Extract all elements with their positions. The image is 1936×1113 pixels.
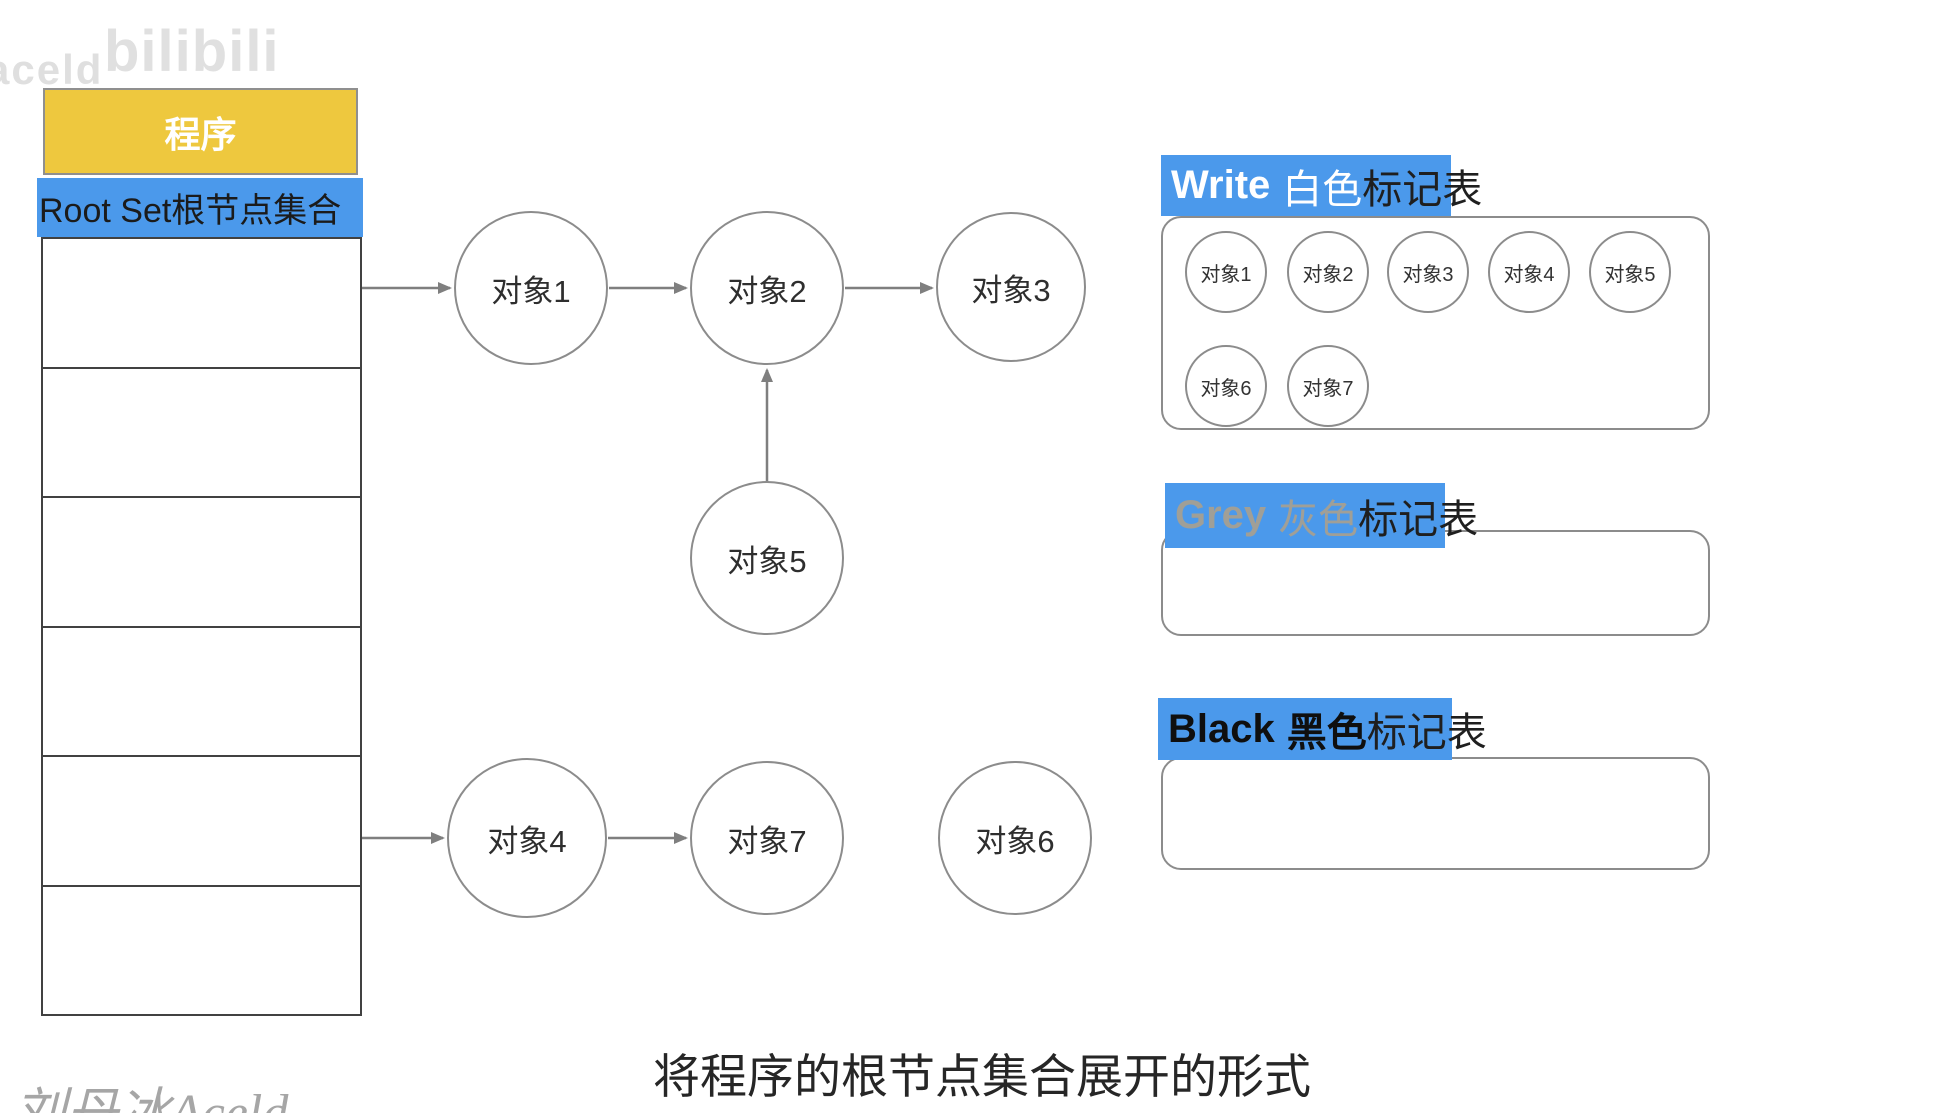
watermark-aceld: aceld <box>0 46 104 93</box>
graph-node-obj4: 对象4 <box>447 758 607 918</box>
black-table-title-color-word: 黑色 <box>1286 711 1367 755</box>
white-table-obj4: 对象4 <box>1488 231 1570 313</box>
watermark-author: 刘丹冰Aceld <box>14 1070 288 1113</box>
white-table-obj2: 对象2 <box>1287 231 1369 313</box>
obj-label: 对象7 <box>1302 377 1354 400</box>
white-table-title: Write 白色 标记表 <box>1161 155 1482 216</box>
white-table-obj6: 对象6 <box>1185 345 1267 427</box>
stack-row <box>43 755 360 885</box>
white-table-obj1: 对象1 <box>1185 231 1267 313</box>
white-table-title-suffix: 标记表 <box>1362 167 1483 212</box>
node-label: 对象4 <box>487 823 567 859</box>
black-table-title-suffix: 标记表 <box>1366 711 1487 755</box>
obj-label: 对象3 <box>1402 263 1454 286</box>
graph-node-obj1: 对象1 <box>454 211 608 365</box>
black-mark-table <box>1161 757 1710 870</box>
grey-table-title-en: Grey <box>1175 493 1267 537</box>
grey-table-title-color-word: 灰色 <box>1278 497 1359 542</box>
grey-table-title-suffix: 标记表 <box>1358 497 1479 542</box>
obj-label: 对象1 <box>1200 263 1252 286</box>
graph-node-obj6: 对象6 <box>938 761 1092 915</box>
stack-row <box>43 884 360 1015</box>
white-table-obj7: 对象7 <box>1287 345 1369 427</box>
graph-node-obj5: 对象5 <box>690 481 844 635</box>
node-label: 对象5 <box>727 543 807 579</box>
white-table-obj3: 对象3 <box>1387 231 1469 313</box>
grey-table-title: Grey 灰色 标记表 <box>1165 483 1478 548</box>
graph-node-obj3: 对象3 <box>936 212 1086 362</box>
black-table-title: Black 黑色 标记表 <box>1158 698 1487 760</box>
program-header: 程序 <box>43 88 358 175</box>
graph-node-obj2: 对象2 <box>690 211 844 365</box>
stack-row <box>43 366 360 497</box>
root-set-label: Root Set根节点集合 <box>37 178 363 237</box>
program-stack-table <box>41 237 362 1016</box>
node-label: 对象2 <box>727 273 807 309</box>
obj-label: 对象4 <box>1503 263 1555 286</box>
node-label: 对象6 <box>975 823 1055 859</box>
white-mark-table: 对象1 对象2 对象3 对象4 对象5 对象6 对象7 <box>1161 216 1710 430</box>
obj-label: 对象2 <box>1302 263 1354 286</box>
caption: 将程序的根节点集合展开的形式 <box>653 1050 1311 1103</box>
node-label: 对象7 <box>727 823 807 859</box>
node-label: 对象1 <box>491 273 571 309</box>
stack-row <box>43 496 360 626</box>
black-table-title-en: Black <box>1168 706 1275 751</box>
white-table-title-color-word: 白色 <box>1282 167 1363 212</box>
white-table-obj5: 对象5 <box>1589 231 1671 313</box>
graph-node-obj7: 对象7 <box>690 761 844 915</box>
stack-row <box>43 625 360 756</box>
obj-label: 对象6 <box>1200 377 1252 400</box>
bilibili-logo: bilibili <box>104 19 280 84</box>
obj-label: 对象5 <box>1604 263 1656 286</box>
node-label: 对象3 <box>971 272 1051 308</box>
white-table-title-en: Write <box>1171 163 1271 207</box>
